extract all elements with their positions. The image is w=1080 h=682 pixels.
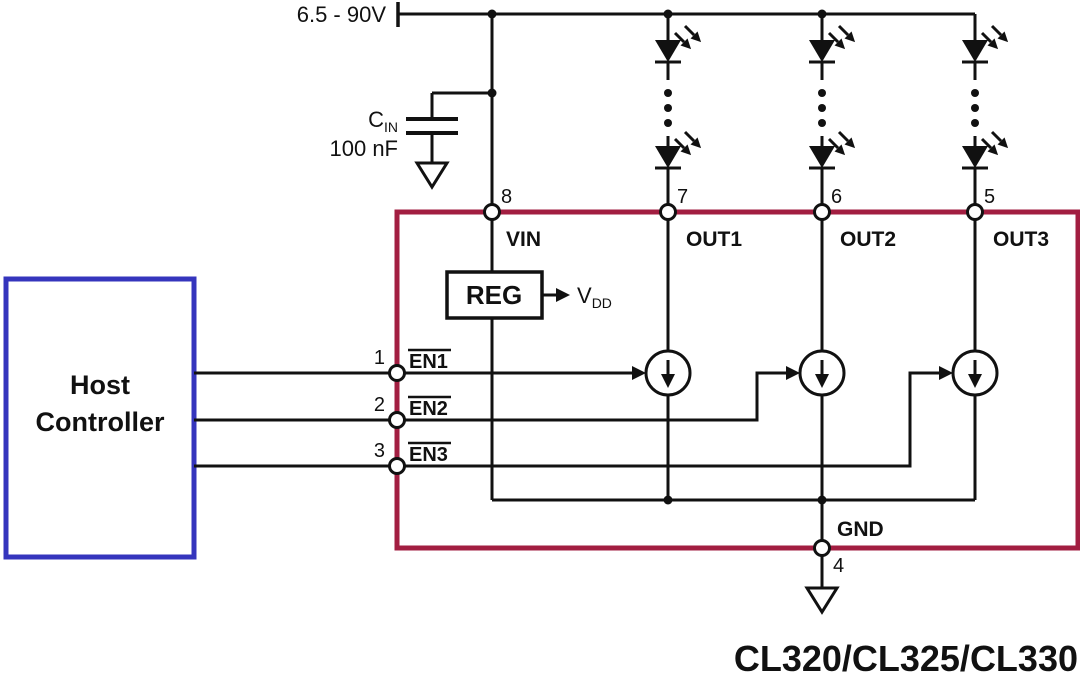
pin-circle-out1 (659, 203, 677, 221)
pin-label-vin: VIN (506, 228, 541, 251)
pin-circle-out2 (813, 203, 831, 221)
pin-circle-en2 (388, 411, 406, 429)
pin-label-en1: EN1 (409, 351, 448, 373)
pin-label-out2: OUT2 (840, 228, 896, 251)
pin-number-out1: 7 (677, 186, 688, 208)
pin-label-out1: OUT1 (686, 228, 742, 251)
capacitor-value-label: 100 nF (330, 136, 399, 161)
vdd-sub: DD (592, 295, 612, 311)
wire-en2 (404, 366, 800, 422)
power-rail: 6.5 - 90V (297, 2, 975, 27)
pin-labels: VIN OUT1 OUT2 OUT3 EN1 EN2 EN3 GND (408, 228, 1049, 541)
ground-icon (804, 586, 840, 615)
vdd-main: V (577, 283, 592, 308)
vdd-label: VDD (577, 283, 612, 311)
led-string-1 (655, 14, 694, 206)
part-title: CL320/CL325/CL330 (734, 638, 1078, 679)
pin-number-en2: 2 (374, 394, 385, 416)
host-label-line1: Host (70, 370, 130, 400)
input-capacitor: CIN 100 nF (330, 88, 497, 190)
current-source-2 (800, 351, 844, 395)
host-label-line2: Controller (35, 407, 164, 437)
reg-label: REG (466, 280, 522, 310)
pin-number-out2: 6 (831, 186, 842, 208)
junction-dot (663, 495, 673, 505)
pin-circle-en3 (388, 457, 406, 475)
pin-numbers: 8 7 6 5 1 2 3 4 (374, 186, 995, 577)
host-controller: Host Controller (3, 276, 390, 560)
pin-number-gnd: 4 (833, 555, 844, 577)
pin-label-out3: OUT3 (993, 228, 1049, 251)
pin-number-vin: 8 (501, 186, 512, 208)
led-string-3 (962, 14, 1001, 206)
pin-label-en3: EN3 (409, 444, 448, 466)
pin-number-en1: 1 (374, 347, 385, 369)
pin-number-out3: 5 (984, 186, 995, 208)
pin-circle-out3 (966, 203, 984, 221)
cap-ref-sub: IN (384, 119, 398, 135)
cap-ref-main: C (368, 107, 384, 132)
pin-label-en2: EN2 (409, 398, 448, 420)
current-source-1 (646, 351, 690, 395)
led-string-2 (809, 14, 848, 206)
ic-internal-wires (404, 212, 977, 588)
ground-icon (414, 161, 450, 190)
pin-circle-en1 (388, 364, 406, 382)
junction-dot (817, 495, 827, 505)
pin-circle-gnd (813, 539, 831, 557)
pin-number-en3: 3 (374, 440, 385, 462)
reg-box (445, 270, 544, 320)
host-controller-box (3, 276, 197, 560)
capacitor-ref-label: CIN (368, 107, 398, 135)
pin-circle-vin (483, 203, 501, 221)
internal-regulator: REG VDD (445, 270, 612, 320)
pin-label-gnd: GND (837, 518, 884, 541)
current-source-3 (953, 351, 997, 395)
supply-voltage-label: 6.5 - 90V (297, 2, 387, 27)
wire-en3 (404, 366, 953, 468)
